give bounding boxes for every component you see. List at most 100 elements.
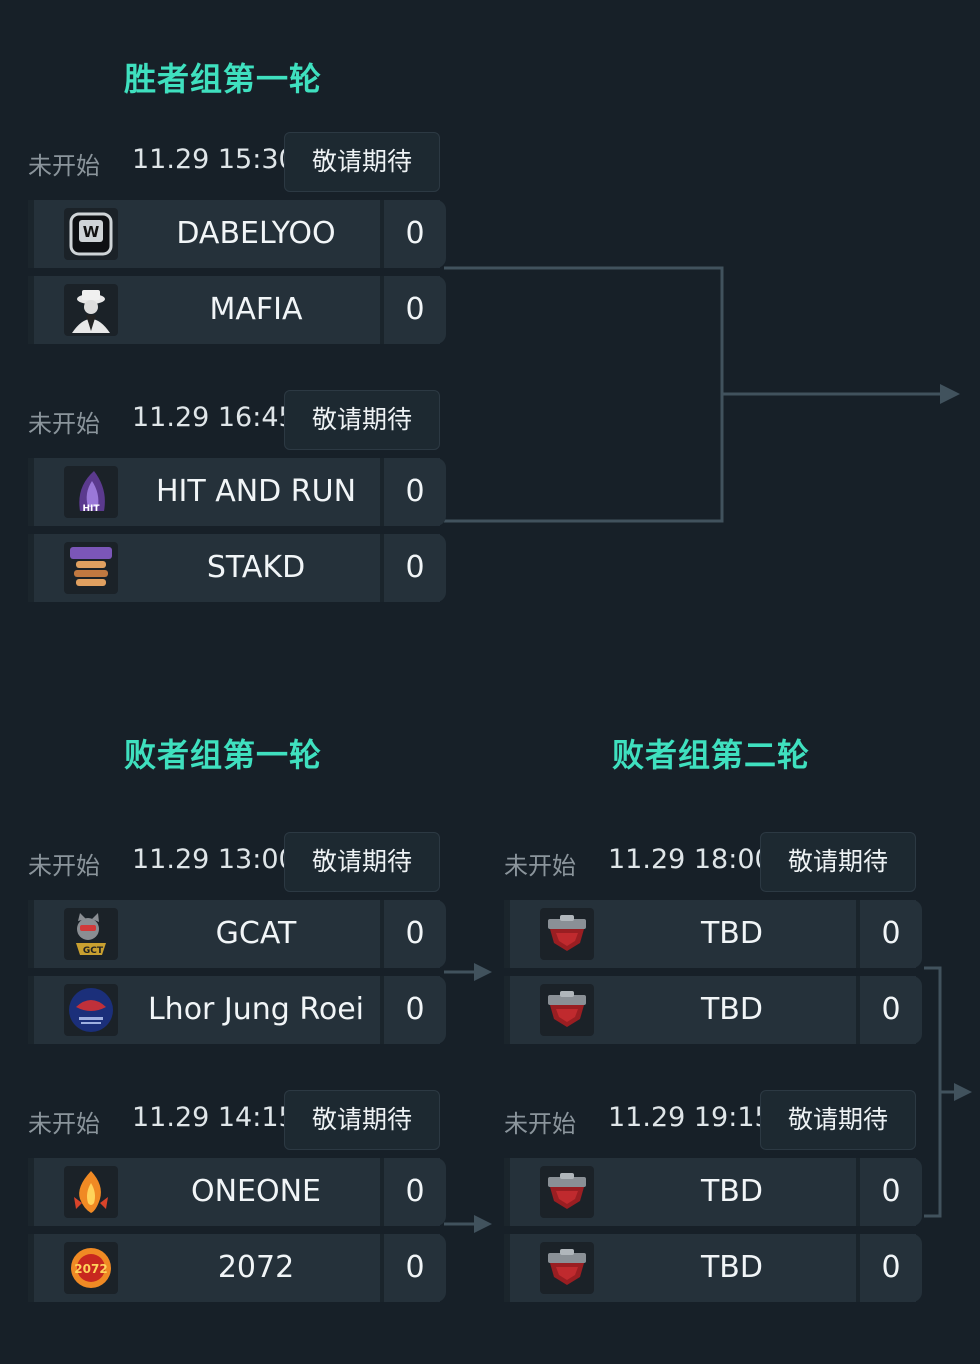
match-time: 11.29 19:15 bbox=[608, 1102, 772, 1133]
team-row[interactable]: TBD 0 bbox=[504, 900, 922, 968]
2072-icon: 2072 bbox=[64, 1242, 118, 1294]
oneone-icon bbox=[64, 1166, 118, 1218]
match-card[interactable]: 未开始 11.29 19:15 敬请期待 TBD 0 TBD 0 bbox=[504, 1090, 922, 1302]
score-divider bbox=[856, 1234, 860, 1302]
team-name: 2072 bbox=[217, 1250, 295, 1285]
team-row[interactable]: ONEONE 0 bbox=[28, 1158, 446, 1226]
match-time: 11.29 15:30 bbox=[132, 144, 296, 175]
connector-winners-upper bbox=[444, 266, 724, 394]
arrow-winners-out bbox=[940, 384, 960, 404]
match-header: 未开始 11.29 16:45 敬请期待 bbox=[28, 390, 440, 450]
tbd-shield-icon bbox=[540, 908, 594, 960]
team-score: 0 bbox=[860, 976, 922, 1044]
team-score: 0 bbox=[384, 976, 446, 1044]
match-status: 未开始 bbox=[28, 852, 100, 880]
hit-and-run-icon: HIT bbox=[64, 466, 118, 518]
svg-text:HIT: HIT bbox=[82, 504, 100, 514]
match-card[interactable]: 未开始 11.29 15:30 敬请期待 W DABELYOO 0 MAFIA … bbox=[28, 132, 446, 344]
score-divider bbox=[856, 976, 860, 1044]
w-key-icon: W bbox=[64, 208, 118, 260]
svg-text:GCT: GCT bbox=[83, 946, 104, 956]
team-row[interactable]: TBD 0 bbox=[504, 976, 922, 1044]
team-row[interactable]: TBD 0 bbox=[504, 1234, 922, 1302]
tbd-shield-icon bbox=[540, 1166, 594, 1218]
team-row[interactable]: W DABELYOO 0 bbox=[28, 200, 446, 268]
team-score: 0 bbox=[860, 900, 922, 968]
team-row[interactable]: HIT HIT AND RUN 0 bbox=[28, 458, 446, 526]
team-row[interactable]: STAKD 0 bbox=[28, 534, 446, 602]
svg-text:2072: 2072 bbox=[74, 1262, 107, 1276]
arrow-losers-r1-match2 bbox=[474, 1215, 492, 1233]
score-divider bbox=[380, 976, 384, 1044]
score-divider bbox=[380, 534, 384, 602]
team-row[interactable]: GCT GCAT 0 bbox=[28, 900, 446, 968]
match-status: 未开始 bbox=[504, 1110, 576, 1138]
gcat-icon: GCT bbox=[64, 908, 118, 960]
team-score: 0 bbox=[384, 1158, 446, 1226]
score-divider bbox=[856, 900, 860, 968]
score-divider bbox=[380, 200, 384, 268]
svg-text:W: W bbox=[83, 223, 100, 241]
match-status: 未开始 bbox=[28, 152, 100, 180]
stay-tuned-button[interactable]: 敬请期待 bbox=[284, 1090, 440, 1150]
team-name: GCAT bbox=[215, 916, 297, 951]
mafia-icon bbox=[64, 284, 118, 336]
team-row[interactable]: MAFIA 0 bbox=[28, 276, 446, 344]
match-card[interactable]: 未开始 11.29 16:45 敬请期待 HIT HIT AND RUN 0 S… bbox=[28, 390, 446, 602]
match-card[interactable]: 未开始 11.29 14:15 敬请期待 ONEONE 0 2072 2072 … bbox=[28, 1090, 446, 1302]
match-header: 未开始 11.29 15:30 敬请期待 bbox=[28, 132, 440, 192]
section-title-losers-round-1: 败者组第一轮 bbox=[124, 736, 323, 774]
team-score: 0 bbox=[384, 1234, 446, 1302]
arrow-losers-r2-out bbox=[954, 1083, 972, 1101]
score-divider bbox=[856, 1158, 860, 1226]
team-row[interactable]: 2072 2072 0 bbox=[28, 1234, 446, 1302]
tbd-shield-icon bbox=[540, 1242, 594, 1294]
match-header: 未开始 11.29 19:15 敬请期待 bbox=[504, 1090, 916, 1150]
team-name: Lhor Jung Roei bbox=[147, 992, 365, 1027]
stay-tuned-button[interactable]: 敬请期待 bbox=[284, 832, 440, 892]
score-divider bbox=[380, 1234, 384, 1302]
team-score: 0 bbox=[860, 1158, 922, 1226]
team-row[interactable]: TBD 0 bbox=[504, 1158, 922, 1226]
team-name: TBD bbox=[700, 916, 763, 951]
stay-tuned-button[interactable]: 敬请期待 bbox=[284, 390, 440, 450]
match-status: 未开始 bbox=[504, 852, 576, 880]
section-title-winners-round-1: 胜者组第一轮 bbox=[124, 60, 323, 98]
stay-tuned-button[interactable]: 敬请期待 bbox=[284, 132, 440, 192]
match-status: 未开始 bbox=[28, 410, 100, 438]
team-name: STAKD bbox=[206, 550, 306, 585]
match-time: 11.29 13:00 bbox=[132, 844, 296, 875]
team-score: 0 bbox=[384, 276, 446, 344]
stay-tuned-button[interactable]: 敬请期待 bbox=[760, 1090, 916, 1150]
score-divider bbox=[380, 900, 384, 968]
stay-tuned-button[interactable]: 敬请期待 bbox=[760, 832, 916, 892]
match-status: 未开始 bbox=[28, 1110, 100, 1138]
score-divider bbox=[380, 276, 384, 344]
tbd-shield-icon bbox=[540, 984, 594, 1036]
stakd-icon bbox=[64, 542, 118, 594]
team-score: 0 bbox=[860, 1234, 922, 1302]
score-divider bbox=[380, 1158, 384, 1226]
team-name: MAFIA bbox=[209, 292, 303, 327]
score-divider bbox=[380, 458, 384, 526]
match-header: 未开始 11.29 14:15 敬请期待 bbox=[28, 1090, 440, 1150]
team-score: 0 bbox=[384, 534, 446, 602]
team-score: 0 bbox=[384, 458, 446, 526]
match-header: 未开始 11.29 13:00 敬请期待 bbox=[28, 832, 440, 892]
connector-losers-r2-bracket bbox=[924, 966, 942, 1218]
match-time: 11.29 16:45 bbox=[132, 402, 296, 433]
connector-winners-lower bbox=[444, 394, 724, 523]
team-name: TBD bbox=[700, 1250, 763, 1285]
team-row[interactable]: Lhor Jung Roei 0 bbox=[28, 976, 446, 1044]
team-name: TBD bbox=[700, 992, 763, 1027]
team-name: DABELYOO bbox=[176, 216, 336, 251]
match-card[interactable]: 未开始 11.29 13:00 敬请期待 GCT GCAT 0 Lhor Jun… bbox=[28, 832, 446, 1044]
match-time: 11.29 18:00 bbox=[608, 844, 772, 875]
lhor-jung-roei-icon bbox=[64, 984, 118, 1036]
team-score: 0 bbox=[384, 900, 446, 968]
match-header: 未开始 11.29 18:00 敬请期待 bbox=[504, 832, 916, 892]
match-card[interactable]: 未开始 11.29 18:00 敬请期待 TBD 0 TBD 0 bbox=[504, 832, 922, 1044]
match-time: 11.29 14:15 bbox=[132, 1102, 296, 1133]
team-score: 0 bbox=[384, 200, 446, 268]
